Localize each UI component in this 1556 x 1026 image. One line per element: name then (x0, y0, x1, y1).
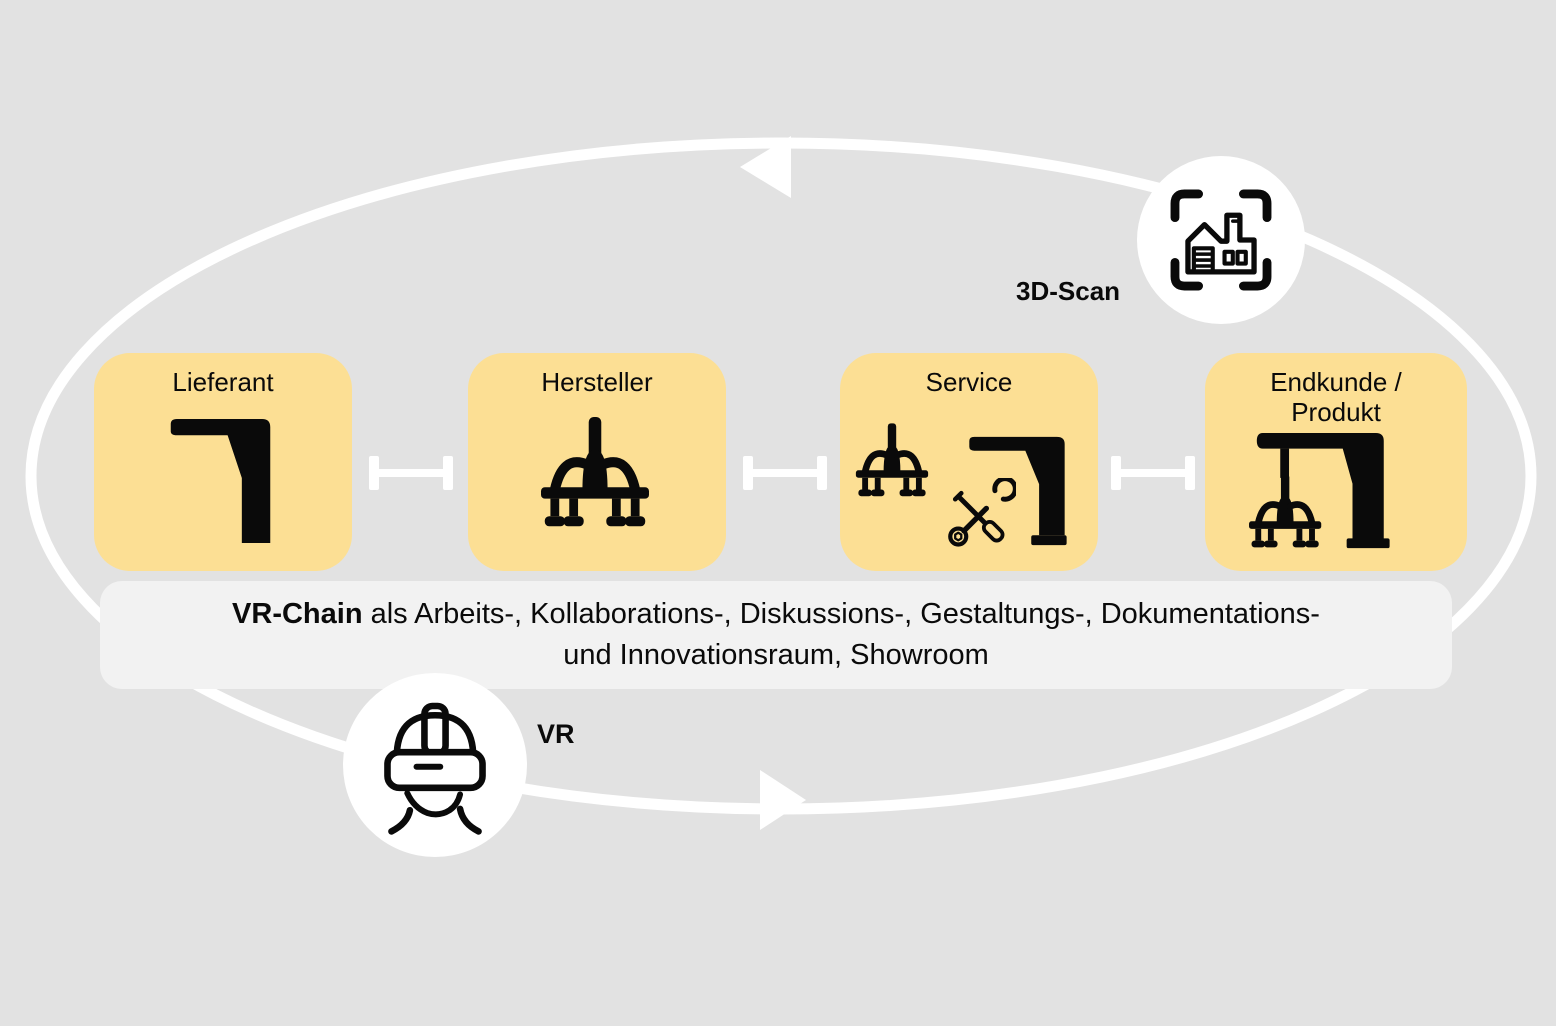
cycle-arrow-right-icon (760, 770, 806, 830)
box-title-line1: Endkunde / (1270, 367, 1402, 397)
scan-label: 3D-Scan (1016, 276, 1121, 306)
box-title-line2: Produkt (1291, 397, 1381, 427)
vacuum-gripper-icon (850, 423, 934, 499)
vacuum-gripper-icon (532, 417, 658, 530)
scan-badge-circle (1137, 156, 1305, 324)
vr-badge-circle (343, 673, 527, 857)
banner-bold-text: VR-Chain (232, 598, 363, 630)
vr-headset-icon (384, 702, 486, 835)
connector-hersteller-service (743, 456, 827, 490)
vr-chain-banner: VR-Chain als Arbeits-, Kollaborations-, … (100, 581, 1452, 689)
stage-box-hersteller: Hersteller (468, 353, 726, 571)
jib-crane-with-gripper-icon (1249, 432, 1390, 562)
banner-line2: und Innovationsraum, Showroom (563, 639, 989, 671)
connector-service-endkunde (1111, 456, 1195, 490)
crane-jib-part-icon (969, 436, 1067, 546)
stage-box-lieferant: Lieferant (94, 353, 352, 571)
stage-box-service: Service (840, 353, 1098, 571)
connector-lieferant-hersteller (369, 456, 453, 490)
vr-label: VR (537, 719, 575, 749)
cycle-arrow-left-icon (740, 136, 791, 198)
crane-jib-part-icon (165, 415, 275, 547)
box-title: Lieferant (172, 367, 274, 397)
stage-box-endkunde: Endkunde / Produkt (1205, 353, 1467, 571)
banner-line1: VR-Chain als Arbeits-, Kollaborations-, … (232, 594, 1320, 635)
3d-scan-factory-icon (1170, 189, 1272, 291)
box-title: Hersteller (541, 367, 653, 397)
banner-line1-rest: als Arbeits-, Kollaborations-, Diskussio… (362, 598, 1320, 630)
box-title: Endkunde / Produkt (1205, 367, 1467, 427)
box-title: Service (925, 367, 1013, 397)
